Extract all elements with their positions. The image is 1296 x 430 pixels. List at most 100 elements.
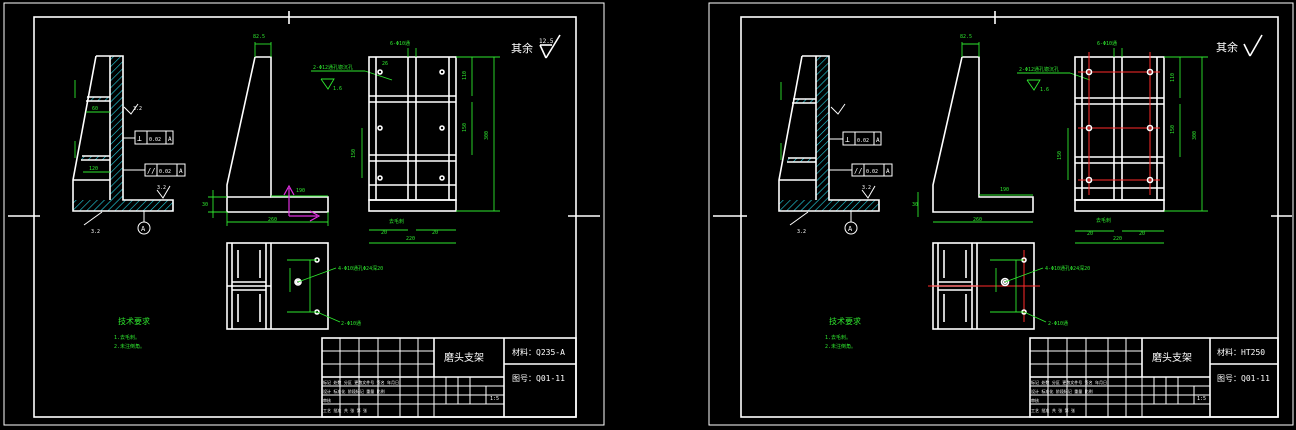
svg-text:⊥: ⊥: [845, 135, 850, 144]
svg-text:磨头支架: 磨头支架: [444, 352, 484, 364]
front-view: 300 110 150 150 220 20 20 去毛刺 6-Φ10通 26: [351, 40, 500, 244]
svg-text:190: 190: [1000, 187, 1009, 193]
svg-text:6-Φ10通: 6-Φ10通: [390, 40, 410, 47]
svg-text:A: A: [886, 168, 890, 175]
svg-text:2-Φ10通: 2-Φ10通: [341, 320, 361, 327]
svg-text:4-Φ10通孔Φ24深20: 4-Φ10通孔Φ24深20: [338, 265, 383, 272]
svg-text:20: 20: [432, 230, 438, 236]
svg-text:A: A: [179, 168, 183, 175]
svg-text:1:5: 1:5: [490, 396, 499, 402]
roughness-symbol: [1243, 34, 1263, 57]
inner-frame: [740, 16, 1279, 418]
svg-text:图号：Q01-11: 图号：Q01-11: [512, 374, 565, 383]
svg-text:标记 处数 分区 更改文件号 签名 年月日: 标记 处数 分区 更改文件号 签名 年月日: [1031, 379, 1107, 385]
svg-text:3.2: 3.2: [797, 229, 806, 235]
roughness-symbol: 12.5: [539, 34, 561, 59]
svg-text://: //: [147, 167, 155, 175]
svg-text:去毛刺: 去毛刺: [1096, 217, 1111, 224]
svg-text:A: A: [141, 225, 146, 233]
svg-text:技术要求: 技术要求: [118, 316, 150, 326]
svg-text:2-Φ12通孔锪沉孔: 2-Φ12通孔锪沉孔: [313, 64, 353, 71]
svg-text:1.6: 1.6: [1040, 87, 1049, 93]
title-block: 磨头支架 材料：Q235-A 图号：Q01-11 标记 处数 分区 更改文件号 …: [321, 337, 577, 418]
svg-text:82.5: 82.5: [253, 34, 265, 40]
svg-text:3.2: 3.2: [157, 185, 166, 191]
svg-text:190: 190: [296, 188, 305, 194]
svg-text:30: 30: [912, 202, 918, 208]
svg-text:1.6: 1.6: [333, 86, 342, 92]
svg-text:260: 260: [268, 217, 277, 223]
section-view: 60 120 ⊥ 0.02 A // 0.02 A 3.2 3.2 3.2: [72, 55, 186, 235]
svg-text:82.5: 82.5: [960, 34, 972, 40]
svg-text:设计 标准化 阶段标记 重量 比例: 设计 标准化 阶段标记 重量 比例: [1031, 388, 1093, 394]
top-view: 4-Φ10通孔Φ24深20 2-Φ10通: [928, 242, 1090, 330]
svg-text:150: 150: [462, 123, 468, 132]
svg-text:2-Φ10通: 2-Φ10通: [1048, 320, 1068, 327]
inner-frame: [33, 16, 577, 418]
svg-text:A: A: [876, 137, 880, 144]
svg-text:220: 220: [1113, 236, 1122, 242]
section-view: ⊥ 0.02 A // 0.02 A 3.2 3.2 A: [778, 55, 893, 235]
svg-text:2.未注倒角。: 2.未注倒角。: [825, 343, 856, 350]
svg-text:设计 标准化 阶段标记 重量 比例: 设计 标准化 阶段标记 重量 比例: [323, 388, 385, 394]
svg-text:⊥: ⊥: [137, 134, 142, 143]
svg-text:300: 300: [484, 131, 490, 140]
svg-text:26: 26: [382, 61, 388, 67]
svg-text:0.02: 0.02: [149, 137, 161, 143]
svg-text:300: 300: [1192, 131, 1198, 140]
svg-text:20: 20: [381, 230, 387, 236]
svg-text:1.去毛刺。: 1.去毛刺。: [114, 334, 140, 341]
svg-text:150: 150: [1170, 125, 1176, 134]
rough-label: 其余: [511, 41, 533, 55]
svg-text:去毛刺: 去毛刺: [389, 218, 404, 225]
svg-text:110: 110: [1170, 73, 1176, 82]
svg-text:150: 150: [351, 149, 357, 158]
svg-text:0.02: 0.02: [857, 138, 869, 144]
svg-text:12.5: 12.5: [539, 38, 554, 45]
svg-text://: //: [854, 167, 862, 175]
svg-text:30: 30: [202, 202, 208, 208]
svg-text:3.2: 3.2: [133, 106, 142, 112]
top-view: 4-Φ10通孔Φ24深20 2-Φ10通: [226, 242, 383, 330]
svg-text:150: 150: [1057, 151, 1063, 160]
svg-text:标记 处数 分区 更改文件号 签名 年月日: 标记 处数 分区 更改文件号 签名 年月日: [323, 379, 399, 385]
title-block: 磨头支架 材料：HT250 图号：Q01-11 标记 处数 分区 更改文件号 签…: [1029, 337, 1279, 418]
drawing-sheet-2: 其余 ⊥ 0.02 A: [708, 2, 1294, 426]
svg-text:技术要求: 技术要求: [829, 316, 861, 326]
svg-text:4-Φ10通孔Φ24深20: 4-Φ10通孔Φ24深20: [1045, 265, 1090, 272]
svg-text:6-Φ10通: 6-Φ10通: [1097, 40, 1117, 47]
svg-text:0.02: 0.02: [159, 169, 171, 175]
svg-text:工艺 批准 共 张 第 张: 工艺 批准 共 张 第 张: [323, 407, 367, 413]
hole-note: 2-Φ12通孔锪沉孔 1.6: [1017, 66, 1091, 93]
svg-text:2-Φ12通孔锪沉孔: 2-Φ12通孔锪沉孔: [1019, 66, 1059, 73]
svg-text:260: 260: [973, 217, 982, 223]
outer-frame: [708, 2, 1294, 426]
hole-note: 2-Φ12通孔锪沉孔 1.6: [311, 64, 393, 92]
tech-requirements: 技术要求 1.去毛刺。 2.未注倒角。: [114, 316, 150, 350]
svg-text:220: 220: [406, 236, 415, 242]
svg-text:120: 120: [89, 166, 98, 172]
svg-text:图号：Q01-11: 图号：Q01-11: [1217, 374, 1270, 383]
svg-text:3.2: 3.2: [862, 185, 871, 191]
rough-label: 其余: [1216, 40, 1238, 54]
svg-text:1:5: 1:5: [1197, 396, 1206, 402]
side-view: 82.5 30 190 260: [912, 34, 1034, 223]
side-view: 82.5 30 190 260: [202, 34, 329, 226]
svg-text:材料：Q235-A: 材料：Q235-A: [512, 347, 565, 357]
ucs-icon: [283, 184, 321, 222]
svg-text:材料：HT250: 材料：HT250: [1217, 347, 1265, 357]
tech-requirements: 技术要求 1.去毛刺。 2.未注倒角。: [825, 316, 861, 350]
svg-text:审核: 审核: [1031, 397, 1039, 403]
svg-text:20: 20: [1087, 231, 1093, 237]
svg-text:A: A: [848, 225, 853, 233]
front-view: 300 110 150 150 220 20 20 去毛刺 6-Φ10通: [1057, 40, 1208, 244]
svg-text:审核: 审核: [323, 397, 331, 403]
svg-text:20: 20: [1139, 231, 1145, 237]
svg-text:0.02: 0.02: [866, 169, 878, 175]
svg-text:60: 60: [92, 106, 98, 112]
svg-text:A: A: [168, 136, 172, 143]
svg-text:2.未注倒角。: 2.未注倒角。: [114, 343, 145, 350]
svg-text:磨头支架: 磨头支架: [1152, 352, 1192, 364]
svg-text:3.2: 3.2: [91, 229, 100, 235]
